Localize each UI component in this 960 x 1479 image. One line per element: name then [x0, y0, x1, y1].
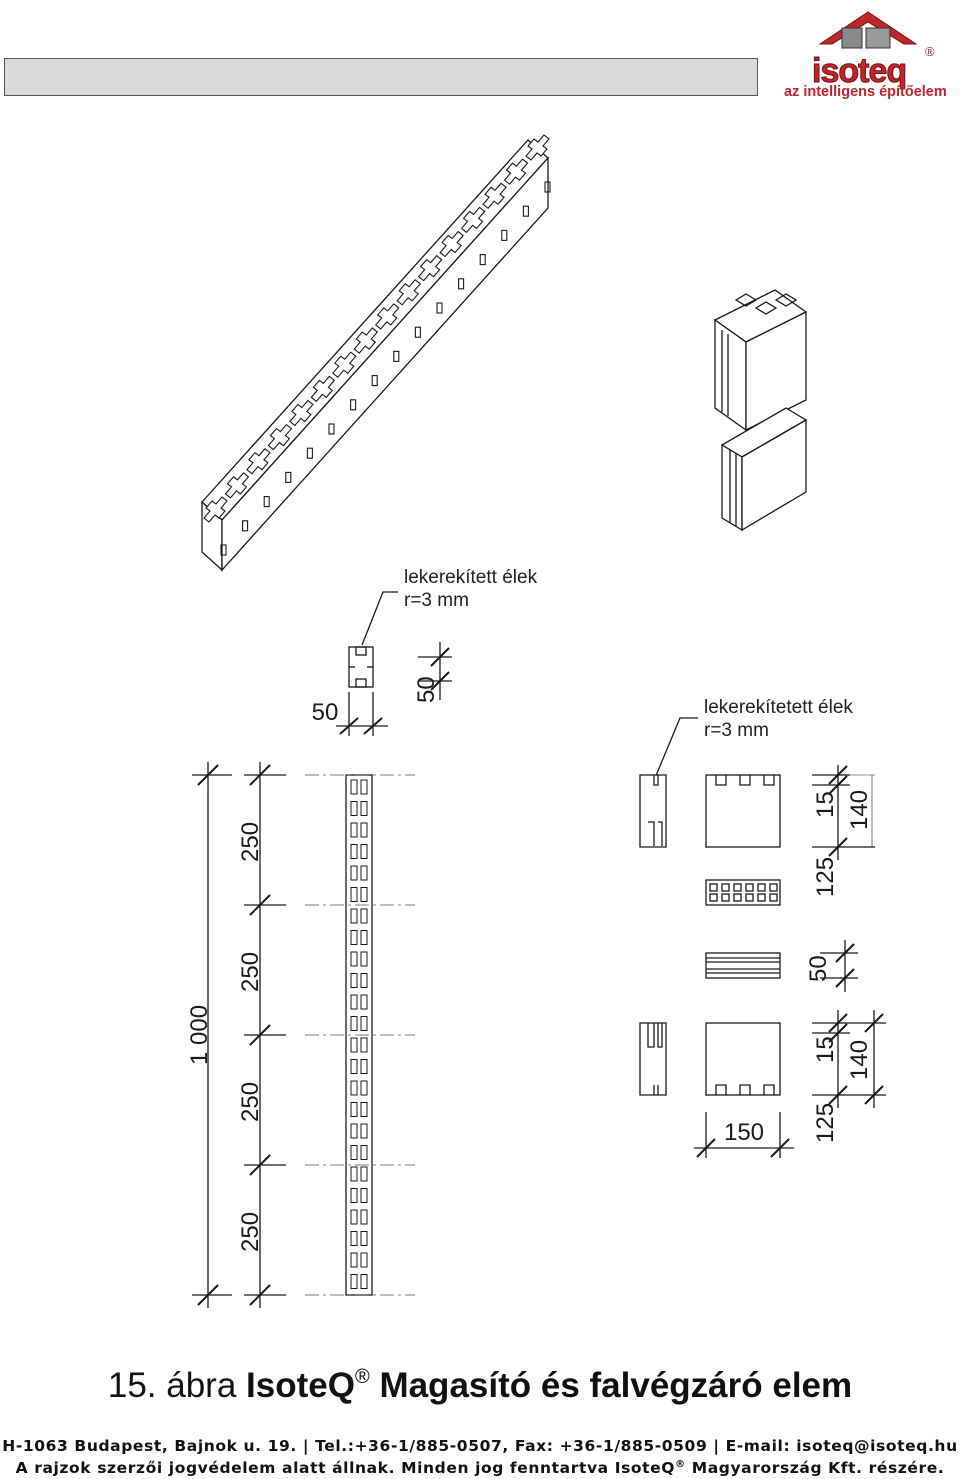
right-block-lower [705, 1022, 781, 1096]
beam-isometric-view [201, 134, 551, 572]
dimension-overall-1000 [192, 762, 232, 1308]
figure-caption: 15. ábra IsoteQ® Magasító és falvégzáró … [0, 1366, 960, 1406]
callout-top: lekerekített élek r=3 mm [404, 566, 537, 612]
footer-copyright: A rajzok szerzői jogvédelem alatt állnak… [0, 1459, 960, 1477]
caption-title: Magasító és falvégzáró elem [379, 1366, 853, 1405]
dimension-right-lower [812, 1010, 886, 1108]
dimension-segments-250 [244, 762, 286, 1308]
dim-label-right-upper-c: 125 [812, 857, 839, 897]
caption-reg: ® [354, 1366, 370, 1388]
footer-copyright-text: A rajzok szerzői jogvédelem alatt állnak… [15, 1459, 676, 1478]
dim-label-top-depth: 50 [413, 676, 440, 703]
leader-line-top [361, 591, 398, 646]
callout-right-line2: r=3 mm [704, 720, 769, 741]
dimension-50-horizontal [336, 692, 388, 736]
dim-label-right-lower-c: 125 [812, 1103, 839, 1143]
footer-company: Magyarország Kft. részére. [691, 1459, 945, 1478]
cover-block-isometric-view [720, 407, 808, 532]
dimension-50-vertical [418, 642, 452, 700]
caption-brand: IsoteQ [246, 1366, 355, 1405]
registered-mark: ® [925, 44, 935, 59]
right-side-profile-upper [639, 774, 667, 848]
callout-top-line2: r=3 mm [404, 590, 469, 611]
logo-tagline: az intelligens építőelem [784, 84, 947, 100]
callout-top-line1: lekerekített élek [404, 567, 538, 588]
caption-number: 15. ábra [107, 1366, 237, 1405]
dim-label-seg-1: 250 [237, 822, 264, 862]
right-cap-strip [705, 952, 781, 979]
right-block-cross [705, 879, 781, 906]
footer-reg: ® [675, 1459, 686, 1470]
dim-label-right-mid: 50 [805, 955, 832, 982]
right-block-upper [705, 774, 781, 848]
dimension-right-mid [820, 940, 858, 992]
callout-right: lekerekítetett élek r=3 mm [704, 696, 853, 742]
header-bar [4, 58, 758, 96]
top-cross-section [348, 646, 374, 688]
beam-elevation [305, 774, 415, 1296]
isoteq-logo: isoteq ® az intelligens építőelem [780, 4, 958, 104]
dimension-150 [694, 1112, 794, 1158]
end-block-isometric-view [713, 289, 808, 432]
dim-label-top-width: 50 [312, 699, 339, 726]
right-side-profile-lower [639, 1022, 667, 1096]
dim-label-right-upper-b: 140 [846, 790, 873, 830]
dim-label-right-lower-a: 15 [812, 1036, 839, 1063]
dim-label-seg-2: 250 [237, 952, 264, 992]
dim-label-right-lower-b: 140 [846, 1040, 873, 1080]
dimension-right-upper [812, 765, 875, 860]
logo-wordmark: isoteq [811, 52, 907, 91]
dim-label-seg-4: 250 [237, 1212, 264, 1252]
dim-label-seg-3: 250 [237, 1082, 264, 1122]
dim-label-right-upper-a: 15 [812, 791, 839, 818]
leader-line-right [654, 717, 698, 779]
dim-label-overall: 1 000 [186, 1005, 213, 1065]
callout-right-line1: lekerekítetett élek [704, 697, 853, 718]
house-roof-icon [818, 11, 918, 49]
footer-contact: H-1063 Budapest, Bajnok u. 19. | Tel.:+3… [2, 1437, 958, 1455]
dim-label-bottom-width: 150 [724, 1119, 764, 1146]
